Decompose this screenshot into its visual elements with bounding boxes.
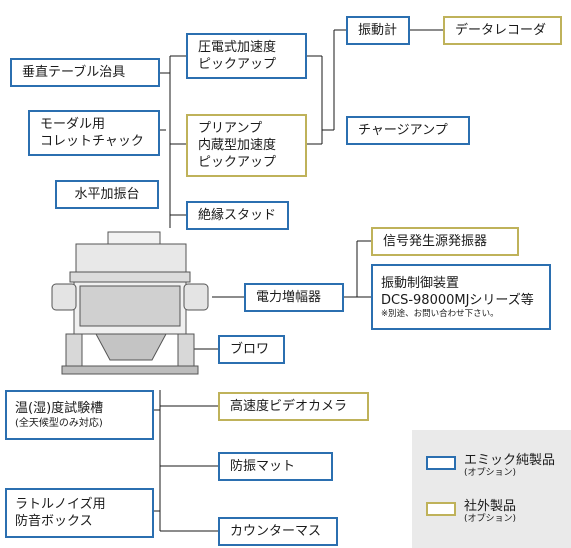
vibration-controller-label-1: 振動制御装置 <box>381 275 460 291</box>
legend-other-text: 社外製品 (オプション) <box>464 499 516 525</box>
horizontal-table-label: 水平加振台 <box>74 187 140 202</box>
vibration-meter-label: 振動計 <box>358 23 398 38</box>
counter-mass-box: カウンターマス <box>218 517 338 546</box>
charge-amp-box: チャージアンプ <box>346 116 470 145</box>
blower-box: ブロワ <box>218 335 285 364</box>
shaker-illustration <box>51 231 209 375</box>
blower-label: ブロワ <box>230 342 270 357</box>
piezo-pickup-label-2: ピックアップ <box>198 57 277 72</box>
vibration-controller-box: 振動制御装置 DCS-98000MJシリーズ等 ※別途、お問い合わせ下さい。 <box>371 264 551 330</box>
insulated-stud-box: 絶縁スタッド <box>186 201 289 230</box>
highspeed-camera-box: 高速度ビデオカメラ <box>218 392 369 421</box>
legend-emic-label: エミック純製品 <box>464 453 556 468</box>
preamp-pickup-label-3: ピックアップ <box>198 155 277 170</box>
highspeed-camera-label: 高速度ビデオカメラ <box>230 399 348 414</box>
vertical-table-jig-label: 垂直テーブル治具 <box>22 65 126 80</box>
rattle-noise-label-2: 防音ボックス <box>15 514 93 529</box>
horizontal-table-box: 水平加振台 <box>55 180 159 209</box>
anti-vibration-mat-box: 防振マット <box>218 452 333 481</box>
preamp-pickup-label-2: 内蔵型加速度 <box>198 138 277 153</box>
preamp-pickup-box: プリアンプ 内蔵型加速度 ピックアップ <box>186 114 307 177</box>
signal-generator-box: 信号発生源発振器 <box>371 227 519 256</box>
modal-collet-chuck-label-2: コレットチャック <box>40 134 144 149</box>
legend-emic-text: エミック純製品 (オプション) <box>464 453 555 479</box>
vibration-meter-box: 振動計 <box>346 16 410 45</box>
legend: エミック純製品 (オプション) 社外製品 (オプション) <box>412 430 571 548</box>
vertical-table-jig-box: 垂直テーブル治具 <box>10 58 160 87</box>
insulated-stud-label: 絶縁スタッド <box>198 208 277 223</box>
preamp-pickup-label-1: プリアンプ <box>198 121 263 136</box>
charge-amp-label: チャージアンプ <box>358 123 448 138</box>
data-recorder-box: データレコーダ <box>443 16 562 45</box>
legend-other-label: 社外製品 <box>464 499 517 514</box>
legend-other-swatch <box>426 502 456 516</box>
legend-emic-swatch <box>426 456 456 470</box>
modal-collet-chuck-box: モーダル用 コレットチャック <box>28 110 160 156</box>
temp-humidity-chamber-label: 温(湿)度試験槽 <box>15 401 104 416</box>
data-recorder-label: データレコーダ <box>455 23 547 38</box>
temp-humidity-chamber-box: 温(湿)度試験槽 (全天候型のみ対応) <box>5 390 154 440</box>
modal-collet-chuck-label-1: モーダル用 <box>40 117 106 132</box>
signal-generator-label: 信号発生源発振器 <box>383 234 488 249</box>
power-amp-label: 電力増幅器 <box>256 290 322 305</box>
temp-humidity-chamber-note: (全天候型のみ対応) <box>15 418 103 429</box>
power-amp-box: 電力増幅器 <box>244 283 344 312</box>
legend-other-sub: (オプション) <box>464 514 517 524</box>
anti-vibration-mat-label: 防振マット <box>230 459 296 474</box>
piezo-pickup-box: 圧電式加速度 ピックアップ <box>186 33 307 79</box>
legend-emic-sub: (オプション) <box>464 468 517 478</box>
vibration-controller-label-2: DCS-98000MJシリーズ等 <box>381 292 534 308</box>
piezo-pickup-label-1: 圧電式加速度 <box>198 40 277 55</box>
rattle-noise-label-1: ラトルノイズ用 <box>15 497 106 512</box>
counter-mass-label: カウンターマス <box>230 524 322 539</box>
rattle-noise-box: ラトルノイズ用 防音ボックス <box>5 488 154 538</box>
vibration-controller-note: ※別途、お問い合わせ下さい。 <box>381 308 499 319</box>
